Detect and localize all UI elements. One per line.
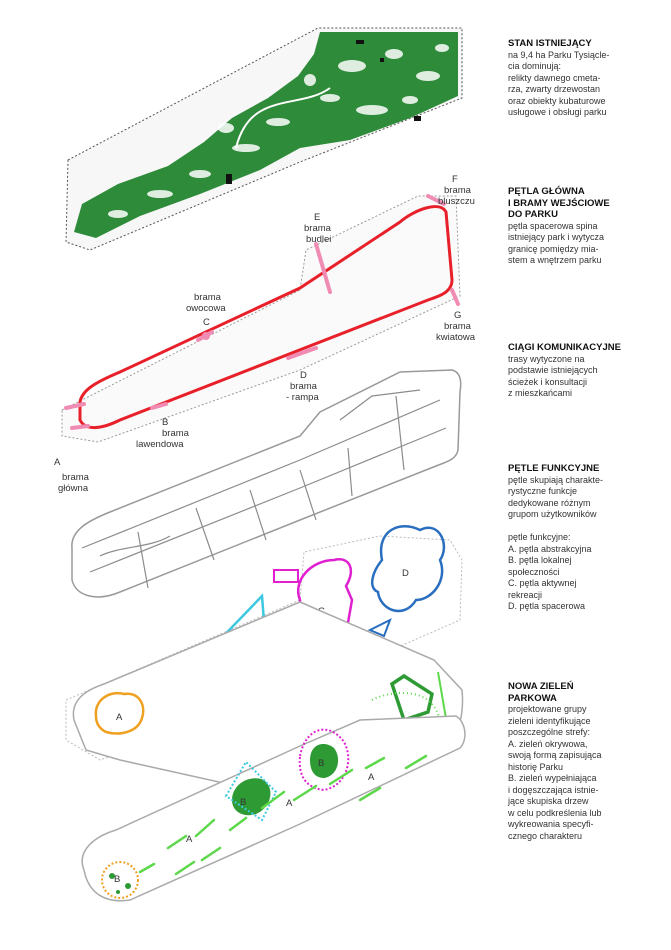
caption-functional-loops: PĘTLE FUNKCYJNE pętle skupiają charakte-… [508,463,658,613]
caption-body: projektowane grupy zieleni identyfikując… [508,704,602,841]
caption-heading: NOWA ZIELEŃ PARKOWA [508,681,574,704]
loop-label-a: A [116,712,123,723]
gate-letter: D [300,370,307,381]
green-label-b3: B [318,758,324,769]
panel-main-loop [61,194,461,443]
panel-new-green-lower: B B B A A A [81,715,466,902]
main-loop-path [78,205,454,429]
loop-label-d: D [402,568,409,579]
caption-main-loop: PĘTLA GŁÓWNA I BRAMY WEJŚCIOWE DO PARKU … [508,186,658,267]
panel-existing-state [65,27,463,251]
gate-letter: C [203,317,210,328]
tree-cover [74,32,458,238]
loop-a [94,691,145,735]
caption-heading: PĘTLA GŁÓWNA I BRAMY WEJŚCIOWE DO PARKU [508,186,610,220]
caption-body: trasy wytyczone na podstawie istniejącyc… [508,353,598,399]
caption-new-green: NOWA ZIELEŃ PARKOWA projektowane grupy z… [508,681,658,842]
caption-body: pętle skupiają charakte- rystyczne funkc… [508,474,604,612]
loop-d [370,525,446,613]
panel-paths [71,369,462,598]
green-b-block [389,673,434,723]
gate-letter: F [452,174,458,185]
green-b-area-2 [310,744,339,778]
gate-letter: G [454,310,461,321]
gate-letter: B [162,417,168,428]
gate-name-d: brama- rampa [286,381,319,403]
caption-heading: CIĄGI KOMUNIKACYJNE [508,342,621,353]
caption-heading: STAN ISTNIEJĄCY [508,38,592,49]
green-label-a3: A [368,772,375,783]
caption-body: na 9,4 ha Parku Tysiącle- cia dominują: … [508,49,610,118]
caption-existing-state: STAN ISTNIEJĄCY na 9,4 ha Parku Tysiącle… [508,38,658,119]
green-label-a2: A [286,798,293,809]
gate-letter: E [314,212,320,223]
green-label-b4: B [114,874,120,885]
gate-letter: A [54,457,61,468]
green-label-b2: B [240,797,246,808]
green-label-a1: A [186,834,193,845]
caption-heading: PĘTLE FUNKCYJNE [508,463,600,474]
caption-body: pętla spacerowa spina istniejący park i … [508,220,605,266]
caption-paths: CIĄGI KOMUNIKACYJNE trasy wytyczone na p… [508,342,658,400]
loop-c [297,558,354,650]
